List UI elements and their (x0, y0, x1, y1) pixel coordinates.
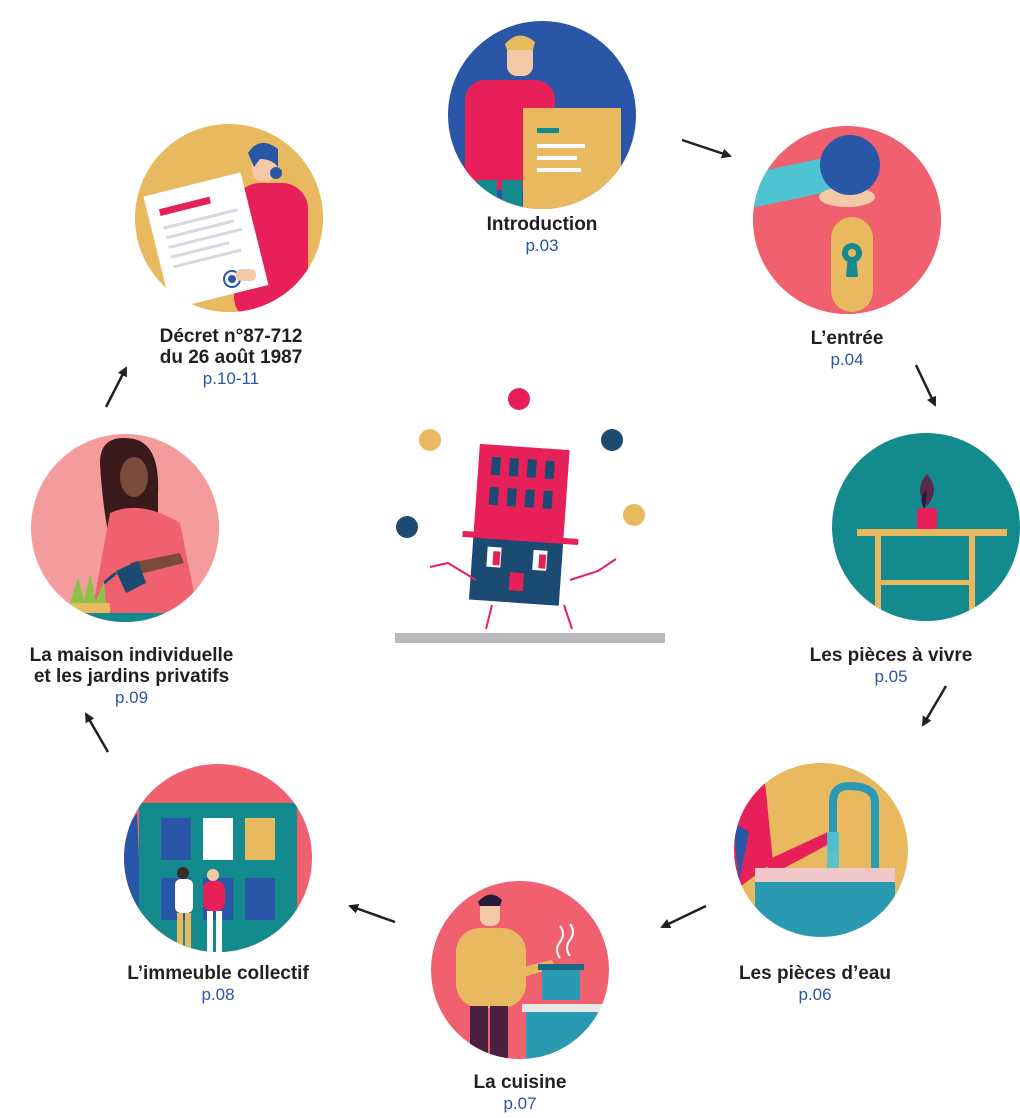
section-entree[interactable] (752, 125, 942, 315)
section-title: L’immeuble collectif (127, 963, 309, 984)
section-pieces-eau[interactable] (733, 762, 909, 938)
label-introduction[interactable]: Introduction p.03 (442, 214, 642, 256)
section-title: Les pièces d’eau (738, 963, 892, 984)
introduction-illustration (448, 21, 636, 209)
label-decret[interactable]: Décret n°87-712 du 26 août 1987 p.10-11 (116, 326, 346, 389)
page-number: p.03 (525, 236, 559, 255)
juggling-ball (419, 429, 441, 451)
section-pieces-vivre[interactable] (831, 432, 1020, 622)
section-title: Les pièces à vivre (809, 645, 973, 666)
pieces-vivre-illustration (832, 433, 1020, 621)
juggling-ball (396, 516, 418, 538)
cuisine-illustration (431, 881, 609, 1059)
ground-line (395, 633, 665, 643)
section-title: L’entrée (810, 328, 884, 349)
section-title: La maison individuelle et les jardins pr… (29, 645, 234, 687)
page-number: p.05 (874, 667, 908, 686)
label-entree[interactable]: L’entrée p.04 (747, 328, 947, 370)
section-immeuble[interactable] (123, 763, 313, 953)
maison-illustration (31, 434, 219, 622)
section-title: Décret n°87-712 du 26 août 1987 (159, 326, 303, 368)
juggling-ball (508, 388, 530, 410)
section-maison[interactable] (30, 433, 220, 623)
label-pieces-vivre[interactable]: Les pièces à vivre p.05 (766, 645, 1016, 687)
immeuble-illustration (124, 764, 312, 952)
decret-illustration (135, 124, 323, 312)
section-title: La cuisine (473, 1072, 567, 1093)
label-maison[interactable]: La maison individuelle et les jardins pr… (4, 645, 259, 708)
juggling-ball (601, 429, 623, 451)
entree-illustration (753, 126, 941, 314)
label-pieces-eau[interactable]: Les pièces d’eau p.06 (715, 963, 915, 1005)
page-number: p.10-11 (202, 369, 260, 388)
pieces-eau-illustration (734, 763, 908, 937)
section-cuisine[interactable] (430, 880, 610, 1060)
label-cuisine[interactable]: La cuisine p.07 (420, 1072, 620, 1114)
section-decret[interactable] (134, 123, 324, 313)
page-number: p.07 (503, 1094, 537, 1113)
section-title: Introduction (486, 214, 598, 235)
juggling-ball (623, 504, 645, 526)
juggling-building-illustration (395, 388, 665, 643)
page-number: p.09 (114, 688, 149, 707)
page-number: p.08 (201, 985, 235, 1004)
section-introduction[interactable] (447, 20, 637, 210)
page-number: p.06 (798, 985, 832, 1004)
label-immeuble[interactable]: L’immeuble collectif p.08 (98, 963, 338, 1005)
page-number: p.04 (830, 350, 864, 369)
